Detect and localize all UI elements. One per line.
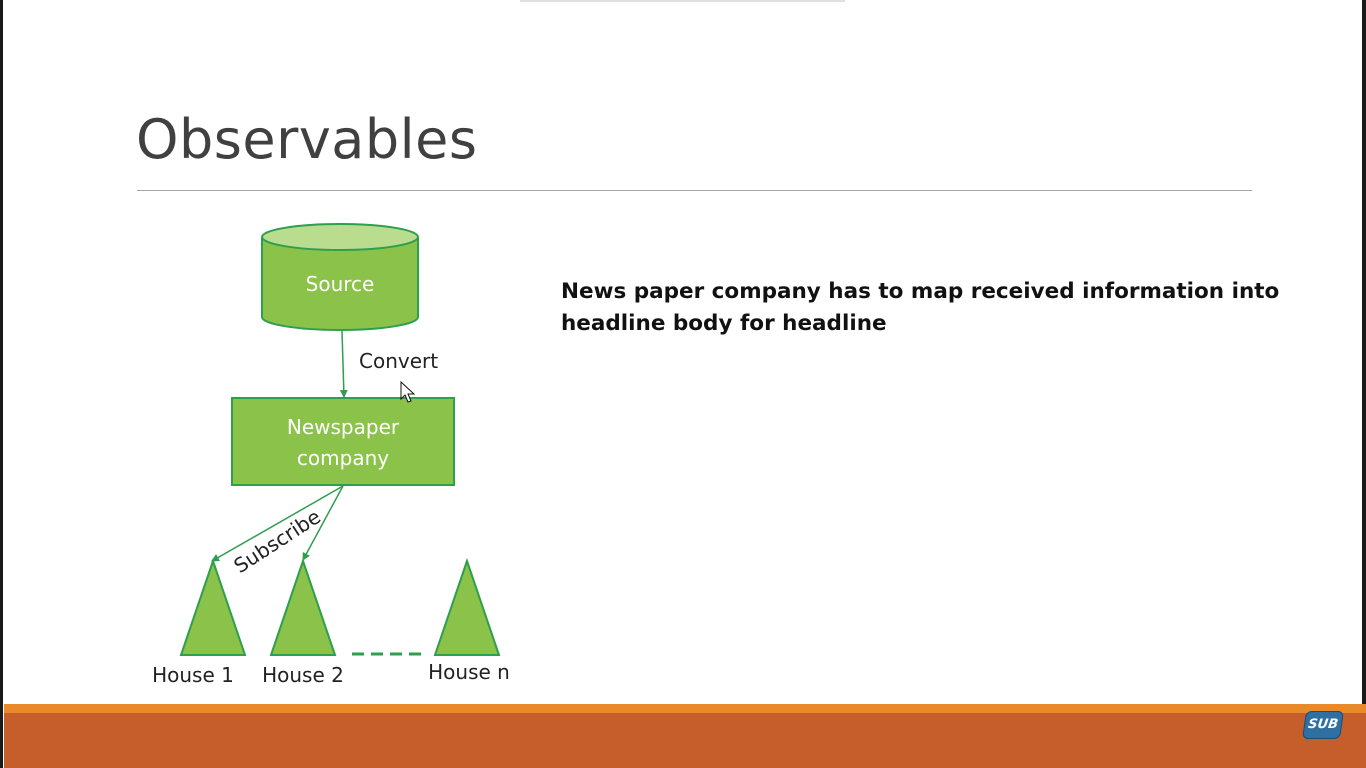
- convert-label: Convert: [359, 349, 438, 373]
- footer-accent-stripe: [4, 704, 1366, 713]
- footer-bar: [4, 713, 1366, 768]
- company-rect: [231, 397, 455, 486]
- house-1-triangle: [179, 557, 247, 656]
- house-2-label: House 2: [262, 663, 344, 687]
- company-label-line2: company: [297, 446, 389, 470]
- title-underline: [137, 190, 1252, 191]
- subscribe-arrow-house1: [211, 485, 344, 562]
- newspaper-company-box: Newspaper company: [231, 397, 455, 486]
- house-n-label: House n: [428, 660, 510, 684]
- subtitles-badge[interactable]: SUB: [1302, 711, 1344, 739]
- slide-title: Observables: [136, 108, 478, 171]
- subscribe-label: Subscribe: [229, 504, 324, 578]
- source-cylinder: Source: [261, 223, 419, 331]
- company-label-line1: Newspaper: [287, 415, 400, 439]
- source-cylinder-top: [261, 223, 419, 251]
- left-window-edge: [0, 0, 3, 768]
- house-2-triangle: [269, 557, 337, 656]
- source-label: Source: [306, 272, 375, 296]
- house-n-triangle: [433, 557, 501, 656]
- slide-caption: News paper company has to map received i…: [561, 279, 1280, 336]
- house-1-label: House 1: [152, 663, 234, 687]
- top-video-bar: [520, 0, 845, 2]
- right-window-edge: [1362, 0, 1366, 768]
- subscribe-arrow-house2: [302, 485, 344, 561]
- convert-arrow: [339, 330, 348, 398]
- source-cylinder-body: [261, 237, 419, 331]
- mouse-pointer-icon: [400, 380, 416, 403]
